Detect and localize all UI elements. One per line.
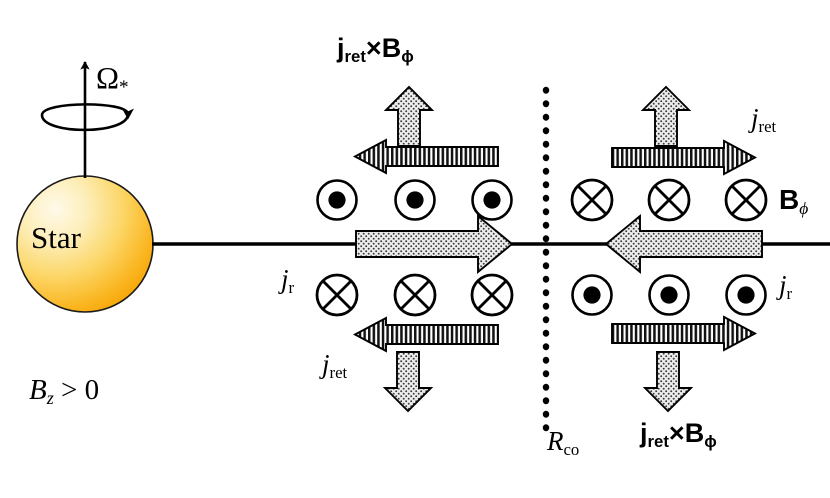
bphi-label: Bϕ [779,184,809,218]
co-subscript: co [563,439,580,459]
phi-subscript: ϕ [704,431,717,451]
j-symbol: j [640,418,648,448]
j-symbol: j [322,349,330,379]
omega-symbol: Ω [96,60,120,95]
star-label: Star [31,220,81,255]
bphi-cross-symbol [647,178,691,222]
j-symbol: j [779,270,787,300]
bphi-dot-symbol [725,274,767,316]
jret-label-outer-above: jret [751,103,776,135]
force-arrow-outer-below [642,351,694,413]
bphi-symbols-outer-below [571,274,767,316]
force-arrow-inner-above [383,85,435,147]
bz-subscript: z [46,388,54,409]
R-symbol: R [547,426,564,456]
rotation-axis [40,60,134,178]
r-subscript: r [288,277,295,297]
bphi-dot-symbol [648,274,690,316]
bphi-dot-symbol [394,179,436,221]
ret-subscript: ret [758,116,777,136]
ret-subscript: ret [647,431,669,451]
j-symbol: j [751,103,759,133]
jr-arrow-outer [604,213,763,275]
B-symbol: B [684,418,705,448]
bphi-cross-symbol [570,178,614,222]
jret-arrow-inner-below [352,316,499,353]
rotation-rate-label: Ω* [96,60,129,97]
phi-subscript: ϕ [799,198,809,218]
bphi-dot-symbol [471,179,513,221]
ret-subscript: ret [344,46,366,66]
jret-arrow-outer-below [611,315,758,352]
r-subscript: r [786,283,793,303]
bz-relation: > 0 [60,374,100,406]
j-symbol: j [337,33,345,63]
bz-polarity-label: Bz > 0 [29,374,100,409]
jr-label-inner: jr [281,264,294,296]
jret-arrow-outer-above [611,139,758,176]
jret-label-inner-below: jret [322,349,347,381]
cross-symbol: × [668,418,685,448]
force-label-above: jret×Bϕ [337,33,414,65]
force-arrow-inner-below [382,351,434,413]
bphi-symbols-inner-above [316,179,513,221]
jret-arrow-inner-above [352,138,499,175]
bphi-dot-symbol [316,179,358,221]
B-symbol: B [779,184,800,215]
bphi-cross-symbol [315,273,359,317]
bphi-cross-symbol [470,273,514,317]
bphi-dot-symbol [571,274,613,316]
bphi-symbols-outer-above [570,178,768,222]
corotation-radius-label: Rco [547,426,579,458]
j-symbol: j [281,264,289,294]
bphi-cross-symbol [393,273,437,317]
bphi-symbols-inner-below [315,273,514,317]
jr-label-outer: jr [779,270,792,302]
B-symbol: B [381,33,402,63]
force-arrow-outer-above [640,85,692,147]
phi-subscript: ϕ [401,46,414,66]
jr-arrow-inner [355,213,514,275]
bz-symbol: B [29,374,47,406]
force-label-below: jret×Bϕ [640,418,717,450]
omega-subscript: * [119,77,129,99]
ret-subscript: ret [329,362,348,382]
cross-symbol: × [365,33,382,63]
bphi-cross-symbol [724,178,768,222]
